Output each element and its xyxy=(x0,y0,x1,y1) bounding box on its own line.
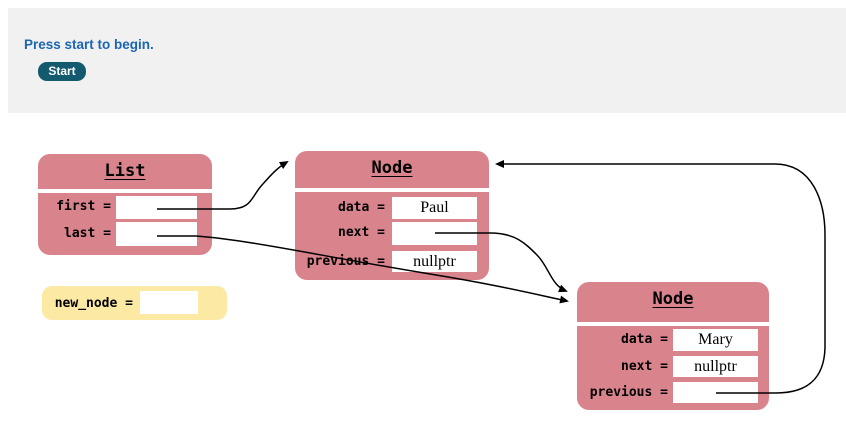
new-node-label: new_node = xyxy=(54,296,133,311)
list-first-value-box xyxy=(116,196,197,219)
node-mary-box: Node data = Mary next = nullptr previous… xyxy=(577,282,769,410)
node-mary-title: Node xyxy=(652,289,694,309)
new-node-variable-box: new_node = xyxy=(42,286,227,320)
node-paul-previous-value-box: nullptr xyxy=(392,251,477,272)
list-last-label: last = xyxy=(64,226,111,241)
node-mary-data-label: data = xyxy=(621,332,668,347)
node-mary-next-label: next = xyxy=(621,359,668,374)
list-title: List xyxy=(104,161,146,181)
node-mary-previous-value-box xyxy=(673,382,758,403)
list-divider xyxy=(38,189,212,193)
status-message: Press start to begin. xyxy=(24,37,154,52)
node-mary-next-value-box: nullptr xyxy=(673,356,758,377)
node-paul-data-label: data = xyxy=(338,200,385,215)
list-first-label: first = xyxy=(56,199,111,214)
node-mary-previous-label: previous = xyxy=(589,385,668,400)
instruction-bar: Press start to begin. Start xyxy=(8,8,846,113)
start-button[interactable]: Start xyxy=(38,62,86,81)
node-paul-title: Node xyxy=(371,158,413,178)
node-mary-data-value-box: Mary xyxy=(673,329,758,351)
node-mary-divider xyxy=(577,322,769,326)
node-paul-divider xyxy=(295,188,489,192)
node-paul-data-value-box: Paul xyxy=(392,197,477,219)
new-node-value-box xyxy=(140,291,198,314)
list-object-box: List first = last = xyxy=(38,154,212,255)
node-paul-next-label: next = xyxy=(338,225,385,240)
list-last-value-box xyxy=(116,222,197,246)
node-paul-previous-label: previous = xyxy=(306,254,385,269)
node-paul-box: Node data = Paul next = previous = nullp… xyxy=(295,151,489,280)
node-paul-next-value-box xyxy=(392,222,477,245)
